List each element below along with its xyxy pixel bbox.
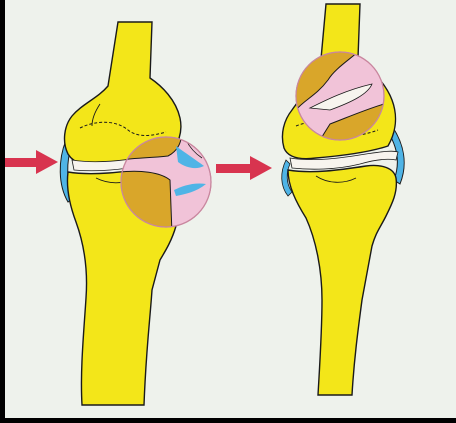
border-left	[0, 0, 5, 423]
right-magnifier	[296, 52, 384, 140]
border-bottom	[0, 418, 456, 423]
